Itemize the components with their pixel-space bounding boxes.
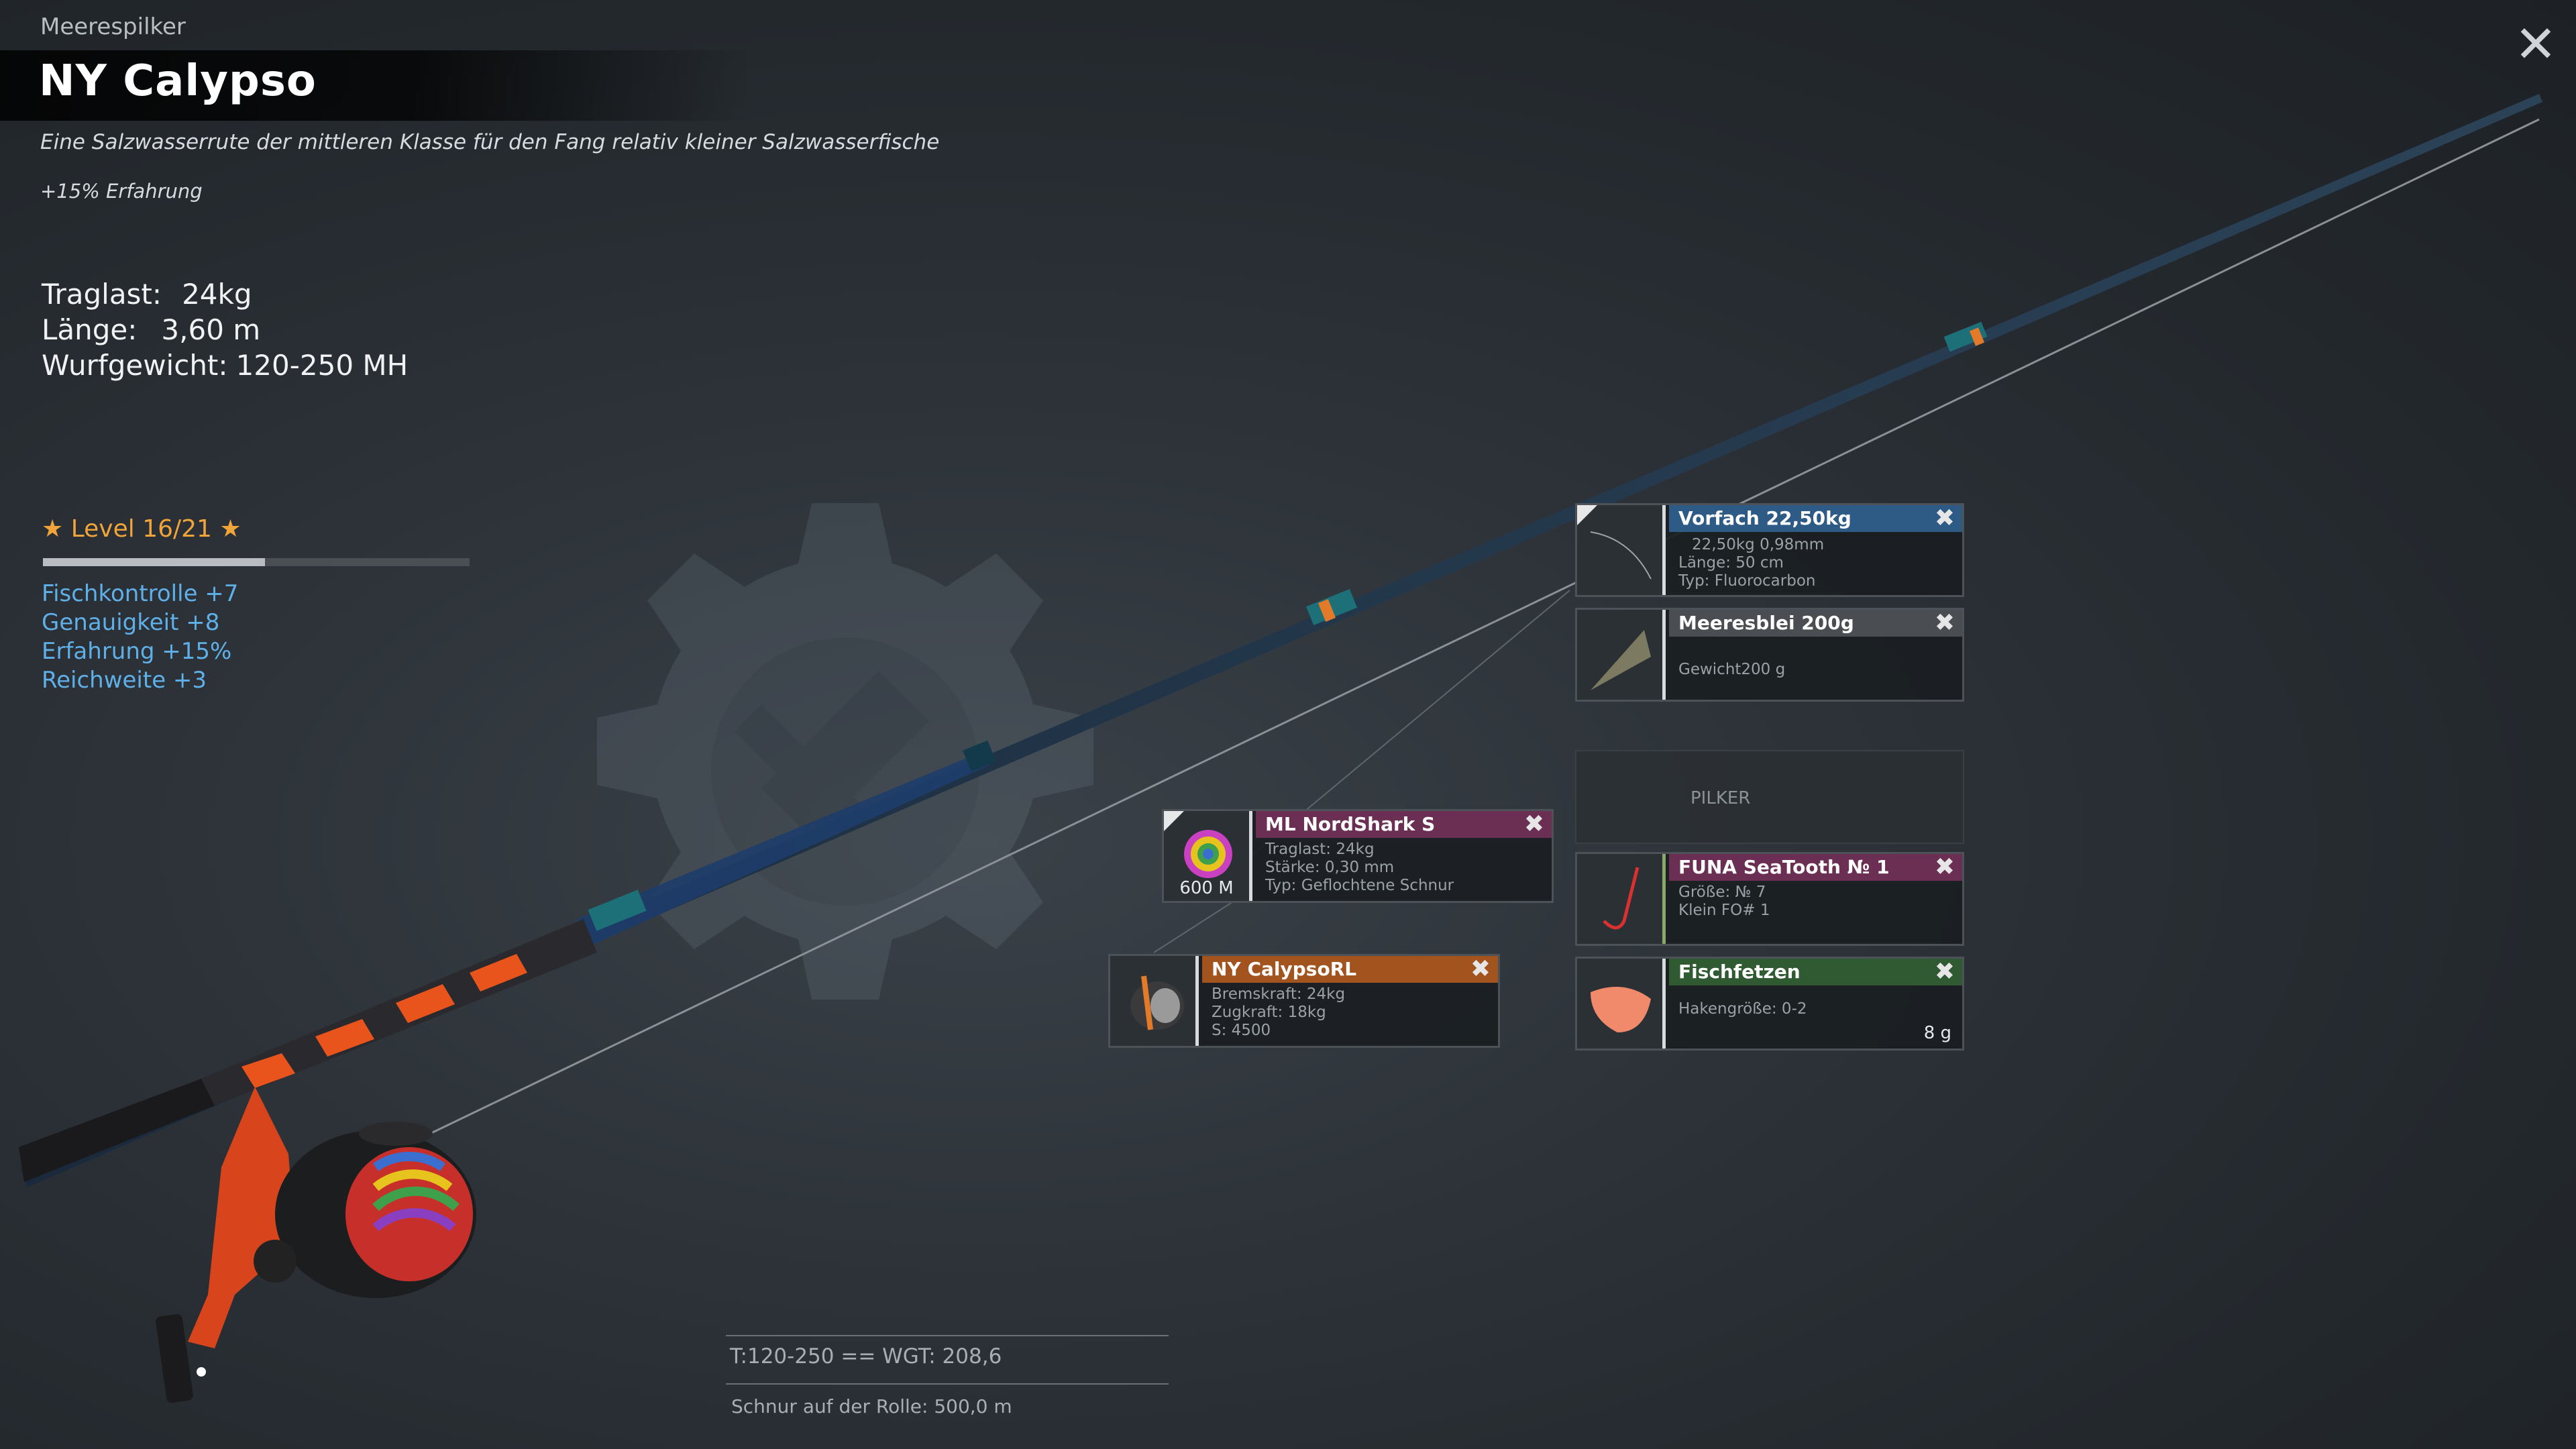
rod-stats: Traglast: 24kg Länge: 3,60 m Wurfgewicht:1… xyxy=(42,276,408,383)
line-length-badge: 600 M xyxy=(1179,878,1234,898)
reel-pull: Zugkraft: 18kg xyxy=(1212,1004,1326,1021)
level-label: ★ Level 16/21 ★ xyxy=(42,515,241,543)
slot-corner-marker xyxy=(1577,505,1597,525)
stat-length-label: Länge: xyxy=(42,313,138,346)
hook-class: Klein FO# 1 xyxy=(1678,902,1770,919)
slot-sinker[interactable]: Meeresblei 200g ✖ Gewicht200 g xyxy=(1575,608,1964,702)
leader-title: Vorfach 22,50kg xyxy=(1669,505,1962,532)
sinker-title: Meeresblei 200g xyxy=(1669,610,1962,637)
stat-cast-label: Wurfgewicht: xyxy=(42,349,228,382)
slot-corner-marker xyxy=(1164,811,1184,831)
stat-length: Länge: 3,60 m xyxy=(42,312,408,347)
line-thickness: Stärke: 0,30 mm xyxy=(1265,859,1395,876)
reel-thumbnail xyxy=(1110,956,1199,1046)
bait-thumbnail xyxy=(1577,959,1666,1049)
gear-emblem-icon xyxy=(597,503,1093,1000)
stat-load-label: Traglast: xyxy=(42,278,162,311)
line-details: Traglast: 24kg Stärke: 0,30 mm Typ: Gefl… xyxy=(1265,841,1454,895)
perk-list: Fischkontrolle +7 Genauigkeit +8 Erfahru… xyxy=(42,580,238,695)
spool-readout: Schnur auf der Rolle: 500,0 m xyxy=(731,1395,1012,1417)
hook-size: Größe: № 7 xyxy=(1678,883,1766,901)
item-description: Eine Salzwasserrute der mittleren Klasse… xyxy=(40,130,940,154)
bait-hook-size: Hakengröße: 0-2 xyxy=(1678,1000,1807,1018)
reel-title: NY CalypsoRL xyxy=(1202,956,1498,983)
remove-icon[interactable]: ✖ xyxy=(1934,609,1955,637)
stat-length-value: 3,60 m xyxy=(161,313,261,346)
footer-divider xyxy=(726,1383,1169,1385)
perk-item: Reichweite +3 xyxy=(42,667,207,694)
remove-icon[interactable]: ✖ xyxy=(1934,853,1955,881)
tension-readout: T:120-250 == WGT: 208,6 xyxy=(730,1344,1002,1368)
line-load: Traglast: 24kg xyxy=(1265,841,1375,858)
remove-icon[interactable]: ✖ xyxy=(1470,955,1491,983)
stat-load-value: 24kg xyxy=(182,278,252,311)
hook-title: FUNA SeaTooth № 1 xyxy=(1669,854,1962,881)
bait-title: Fischfetzen xyxy=(1669,959,1962,985)
leader-type: Typ: Fluorocarbon xyxy=(1678,572,1816,590)
remove-icon[interactable]: ✖ xyxy=(1934,958,1955,985)
line-type: Typ: Geflochtene Schnur xyxy=(1265,877,1454,894)
remove-icon[interactable]: ✖ xyxy=(1934,504,1955,532)
line-title: ML NordShark S xyxy=(1256,811,1552,838)
page-title: NY Calypso xyxy=(39,56,317,106)
hook-details: Größe: № 7 Klein FO# 1 xyxy=(1678,883,1770,920)
bait-amount: 8 g xyxy=(1923,1023,1951,1043)
bonus-text: +15% Erfahrung xyxy=(40,180,203,203)
perk-item: Erfahrung +15% xyxy=(42,638,232,665)
footer-divider xyxy=(726,1335,1169,1336)
leader-details: 22,50kg 0,98mm Länge: 50 cm Typ: Fluoroc… xyxy=(1678,536,1824,590)
slot-leader[interactable]: Vorfach 22,50kg ✖ 22,50kg 0,98mm Länge: … xyxy=(1575,503,1964,597)
leader-strength: 22,50kg 0,98mm xyxy=(1692,536,1825,553)
stat-cast: Wurfgewicht:120-250 MH xyxy=(42,347,408,383)
title-band xyxy=(0,50,751,121)
slot-reel[interactable]: NY CalypsoRL ✖ Bremskraft: 24kg Zugkraft… xyxy=(1108,954,1500,1048)
sinker-weight: Gewicht200 g xyxy=(1678,661,1786,678)
slot-hook[interactable]: FUNA SeaTooth № 1 ✖ Größe: № 7 Klein FO#… xyxy=(1575,852,1964,946)
category-label: Meerespilker xyxy=(40,13,186,40)
sinker-thumbnail xyxy=(1577,610,1666,700)
perk-item: Fischkontrolle +7 xyxy=(42,580,239,607)
stat-cast-value: 120-250 MH xyxy=(235,349,409,382)
perk-item: Genauigkeit +8 xyxy=(42,609,220,636)
level-progress-fill xyxy=(43,558,265,566)
reel-size: S: 4500 xyxy=(1212,1022,1271,1039)
slot-line[interactable]: 600 M ML NordShark S ✖ Traglast: 24kg St… xyxy=(1162,809,1554,903)
stat-load: Traglast: 24kg xyxy=(42,276,408,312)
slot-lure-empty[interactable]: PILKER xyxy=(1575,750,1964,844)
hook-thumbnail xyxy=(1577,854,1666,944)
slot-bait[interactable]: Fischfetzen ✖ Hakengröße: 0-2 8 g xyxy=(1575,957,1964,1051)
reel-details: Bremskraft: 24kg Zugkraft: 18kg S: 4500 xyxy=(1212,985,1345,1040)
remove-icon[interactable]: ✖ xyxy=(1523,810,1545,838)
close-icon[interactable]: ✕ xyxy=(2514,14,2557,74)
reel-drag: Bremskraft: 24kg xyxy=(1212,985,1346,1003)
leader-length: Länge: 50 cm xyxy=(1678,554,1784,572)
